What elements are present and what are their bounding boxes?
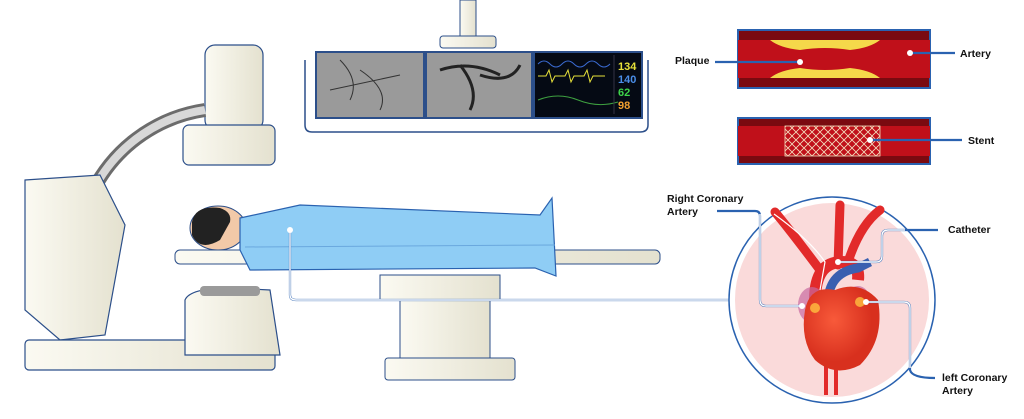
blanket bbox=[239, 196, 557, 277]
respiration-value: 62 bbox=[618, 87, 630, 99]
angiogram-screen-2 bbox=[425, 51, 533, 119]
patient bbox=[189, 196, 557, 277]
label-right-coronary-artery-line1: Right Coronary bbox=[667, 193, 744, 205]
label-left-coronary-artery-line1: left Coronary bbox=[942, 372, 1008, 384]
label-plaque: Plaque bbox=[675, 55, 710, 67]
vital-signs-screen bbox=[533, 51, 643, 119]
catheter-wire bbox=[773, 213, 826, 291]
spo2-value: 98 bbox=[618, 100, 630, 112]
label-right-coronary-artery-line2: Artery bbox=[667, 206, 698, 218]
monitor-bank: 134 140 62 98 bbox=[304, 0, 649, 133]
angiogram-screen-1 bbox=[315, 51, 425, 119]
label-stent: Stent bbox=[968, 135, 995, 147]
label-artery: Artery bbox=[960, 48, 991, 60]
label-catheter: Catheter bbox=[948, 224, 991, 236]
artery-with-plaque-illustration bbox=[737, 29, 931, 89]
blood-pressure-value: 140 bbox=[618, 74, 636, 86]
c-arm-xray-machine bbox=[24, 44, 281, 371]
heart-rate-value: 134 bbox=[618, 61, 637, 73]
label-left-coronary-artery-line2: Artery bbox=[942, 385, 973, 397]
